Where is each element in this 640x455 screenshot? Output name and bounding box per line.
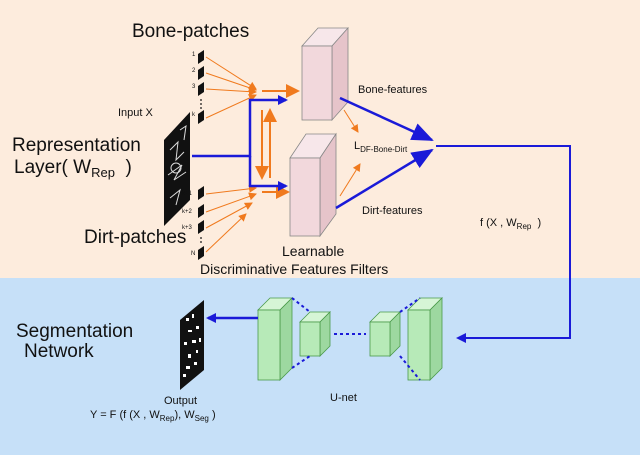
dirt-patches-stack (198, 186, 204, 260)
dirt-feature-filter-block (289, 132, 337, 238)
dirt-patch-index-k3: k+3 (182, 225, 192, 231)
unet-block-small-right (369, 311, 401, 357)
unet-label: U-net (330, 392, 357, 404)
bone-patch-index-k: k (192, 112, 195, 118)
dirt-features-label: Dirt-features (362, 205, 423, 217)
dirt-patches-label: Dirt-patches (84, 227, 187, 248)
dirt-patch-index-k2: k+2 (182, 209, 192, 215)
bone-patch-arrows (205, 56, 257, 119)
input-to-dirt-filter-arrow (248, 156, 288, 191)
loss-label: LDF-Bone-Dirt (354, 140, 408, 154)
segmentation-band (0, 278, 640, 455)
dff-label: Discriminative Features Filters (200, 261, 389, 277)
representation-to-unet-connector (436, 145, 571, 343)
bone-patch-index-2: 2 (192, 68, 196, 74)
unet-block-large-right (407, 297, 443, 381)
dirt-patch-index-k1: k+1 (182, 191, 192, 197)
bone-patches-stack (198, 50, 204, 124)
bone-to-loss-arrow (343, 109, 359, 133)
unet-block-small-left (299, 311, 331, 357)
segmentation-equation: Y = F (f (X , WRep), WSeg ) (90, 409, 216, 423)
learnable-label: Learnable (282, 243, 345, 259)
bone-patch-index-3: 3 (192, 84, 196, 90)
layer-weight-label: Layer( WRep ) (14, 157, 132, 180)
representation-function-label: f (X , WRep ) (480, 217, 542, 231)
output-image-icon (180, 300, 204, 390)
dirt-patch-arrows (205, 184, 257, 253)
bone-feature-filter-block (301, 26, 349, 122)
bone-features-arrow (339, 96, 434, 142)
output-label: Output (164, 395, 198, 407)
bone-patch-index-1: 1 (192, 52, 196, 58)
unet-dotted-connections (291, 297, 421, 381)
bone-patches-label: Bone-patches (132, 21, 250, 42)
dirt-patch-index-n: N (191, 251, 196, 257)
bone-features-label: Bone-features (358, 84, 428, 96)
dirt-patches-dots (200, 237, 202, 243)
bone-patches-dots (200, 99, 202, 109)
segmentation-label: Segmentation (16, 321, 134, 342)
input-image-icon (164, 112, 190, 226)
input-x-label: Input X (118, 107, 153, 119)
input-to-filters-arrow (192, 95, 288, 158)
dirt-features-arrow (335, 148, 434, 210)
dirt-to-loss-arrow (339, 163, 361, 197)
representation-label: Representation (12, 135, 141, 156)
network-label: Network (24, 341, 94, 362)
unet-block-large-left (257, 297, 293, 381)
